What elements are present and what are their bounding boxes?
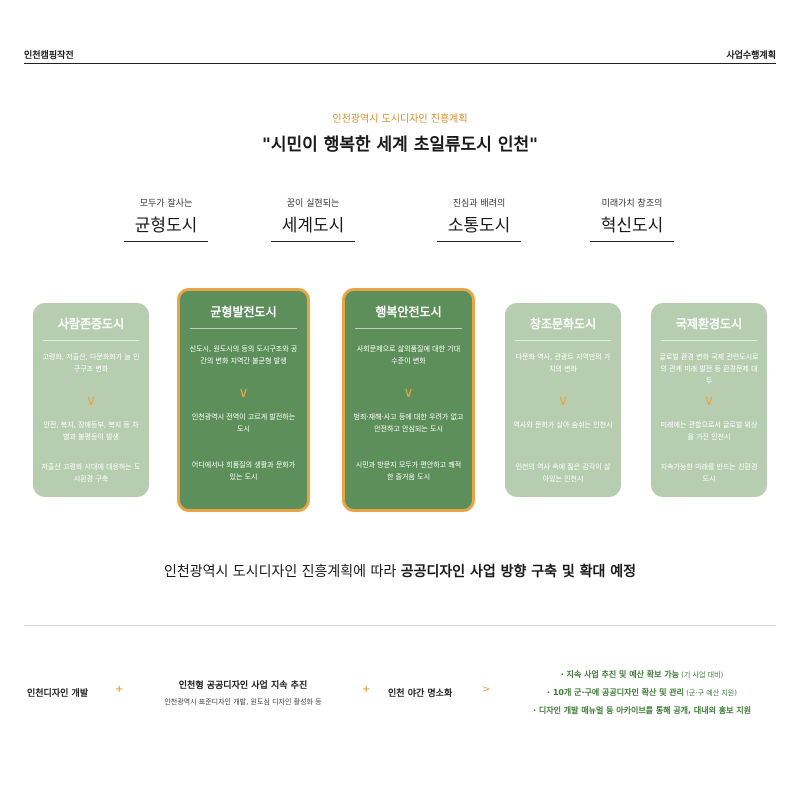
page-header: 인천캠핑작전 사업수행계획 — [24, 44, 776, 64]
chevron-down-icon: ∨ — [85, 393, 97, 409]
center-initiative: 인천형 공공디자인 사업 지속 추진 인천광역시 표준디자인 개발, 원도심 디… — [140, 678, 346, 707]
card-issue: 사회문제으로 삶의품질에 대한 기대 수준이 변화 — [356, 345, 461, 365]
chevron-down-icon: ∨ — [557, 393, 569, 409]
outcome-item: · 지속 사업 추진 및 예산 확보 가능 (기 사업 대비) — [500, 666, 784, 684]
outcome-item: · 10개 군·구에 공공디자인 확산 및 관리 (군·구 예산 지원) — [500, 684, 784, 702]
vision-sub: 미래가치 창조의 — [601, 199, 663, 209]
statement-normal: 인천광역시 도시디자인 진흥계획에 따라 — [163, 564, 401, 580]
chevron-down-icon: ∨ — [238, 385, 249, 401]
center-initiative-title: 인천형 공공디자인 사업 지속 추진 — [178, 681, 308, 691]
header-right-label: 사업수행계획 — [726, 51, 776, 61]
outcome-main: · 지속 사업 추진 및 예산 확보 가능 — [560, 670, 679, 679]
card-title: 균형발전도시 — [210, 305, 277, 319]
chevron-down-icon: ∨ — [403, 385, 414, 401]
vision-communication: 진심과 배려의 소통도시 — [437, 196, 521, 242]
vision-balance: 모두가 잘사는 균형도시 — [124, 196, 208, 242]
card-issue: 고령화, 저출산, 다문화화가 늘 인구구조 변화 — [42, 353, 140, 373]
statement-bold: 공공디자인 사업 방향 구축 및 확대 예정 — [400, 564, 637, 580]
vision-innovation: 미래가치 창조의 혁신도시 — [590, 196, 674, 242]
outcome-note: (군·구 예산 지원) — [683, 689, 737, 697]
card-detail: 어디에서나 희품질의 생활과 문화가 있는 도시 — [191, 461, 296, 481]
card-goal: 범죄·재해·사고 등에 대한 우려가 없고 안전하고 안심되는 도시 — [353, 413, 464, 433]
vision-main: 균형도시 — [124, 211, 208, 242]
card-goal: 인천광역시 전역이 고르게 발전하는 도시 — [191, 413, 296, 433]
direction-statement: 인천광역시 도시디자인 진흥계획에 따라 공공디자인 사업 방향 구축 및 확대… — [0, 561, 800, 581]
card-detail: 저출산 고령화 시대에 대응하는 도시환경 구축 — [41, 463, 141, 483]
outcome-note: (기 사업 대비) — [678, 671, 724, 679]
outcome-main: · 디자인 개발 매뉴얼 등 아카이브를 통해 공개, 대내외 홍보 지원 — [533, 706, 751, 715]
card-title: 사람존중도시 — [57, 317, 125, 331]
card-goal: 역사와 문화가 살아 숨쉬는 인천시 — [513, 421, 613, 429]
outcome-main: · 10개 군·구에 공공디자인 확산 및 관리 — [547, 688, 684, 697]
vision-global: 꿈이 실현되는 세계도시 — [271, 196, 355, 242]
card-creative-culture: 창조문화도시 다문화 역사, 관광트 지역만의 가치의 변화 ∨ 역사와 문화가… — [505, 303, 621, 497]
chevron-right-icon: > — [482, 684, 491, 695]
card-divider — [661, 340, 757, 341]
card-happy-safe: 행복안전도시 사회문제으로 삶의품질에 대한 기대 수준이 변화 ∨ 범죄·재해… — [342, 288, 475, 512]
chevron-down-icon: ∨ — [703, 393, 715, 409]
card-international-environment: 국제환경도시 글로벌 환경 변화 국제 관련도시로의 관계 미래 발전 등 환경… — [651, 303, 767, 497]
card-title: 국제환경도시 — [675, 317, 743, 331]
vision-sub: 모두가 잘사는 — [139, 199, 193, 209]
card-detail: 인천의 역사 속에 젊은 감각이 살아있는 인천시 — [515, 463, 611, 483]
card-detail: 시민과 방문지 모두가 편안하고 쾌적한 즐거움 도시 — [355, 461, 462, 481]
vision-sub: 꿈이 실현되는 — [286, 199, 340, 209]
card-goal: 안전, 복지, 장애등부, 복지 등 차별과 불평등이 발생 — [43, 421, 139, 441]
card-people-respect: 사람존중도시 고령화, 저출산, 다문화화가 늘 인구구조 변화 ∨ 안전, 복… — [33, 303, 149, 497]
card-divider — [43, 340, 139, 341]
vision-main: 혁신도시 — [590, 211, 674, 242]
vision-sub: 진심과 배려의 — [452, 199, 506, 209]
card-divider — [190, 328, 297, 329]
vision-main: 세계도시 — [271, 211, 355, 242]
section-divider — [24, 625, 776, 626]
vision-main: 소통도시 — [437, 211, 521, 242]
card-balanced-development: 균형발전도시 신도시, 원도시의 등의 도시구조와 공간의 변화 지역간 불균형… — [177, 288, 310, 512]
plus-icon: + — [362, 684, 371, 695]
main-title: "시민이 행복한 세계 초일류도시 인천" — [262, 135, 538, 155]
card-issue: 신도시, 원도시의 등의 도시구조와 공간의 변화 지역간 불균형 발생 — [189, 345, 298, 365]
night-landmark-label: 인천 야간 명소화 — [388, 689, 453, 699]
outcomes-list: · 지속 사업 추진 및 예산 확보 가능 (기 사업 대비) · 10개 군·… — [500, 666, 784, 720]
header-left-label: 인천캠핑작전 — [24, 51, 74, 61]
card-issue: 다문화 역사, 관광트 지역만의 가치의 변화 — [515, 353, 611, 373]
plus-icon: + — [115, 684, 124, 695]
card-title: 창조문화도시 — [529, 317, 597, 331]
card-divider — [515, 340, 611, 341]
card-divider — [355, 328, 462, 329]
card-detail: 지속가능한 미래를 만드는 친환경 도시 — [660, 463, 758, 483]
center-initiative-sub: 인천광역시 표준디자인 개발, 원도심 디자인 활성화 등 — [164, 698, 322, 706]
outcome-item: · 디자인 개발 매뉴얼 등 아카이브를 통해 공개, 대내외 홍보 지원 — [500, 702, 784, 720]
plan-subtitle: 인천광역시 도시디자인 진흥계획 — [332, 114, 468, 125]
card-title: 행복안전도시 — [375, 305, 442, 319]
card-goal: 미래에는 관할으로서 글로벌 위상을 가진 인천시 — [660, 421, 758, 441]
design-development-label: 인천디자인 개발 — [27, 689, 89, 699]
card-issue: 글로벌 환경 변화 국제 관련도시로의 관계 미래 발전 등 환경문제 대두 — [659, 353, 759, 385]
